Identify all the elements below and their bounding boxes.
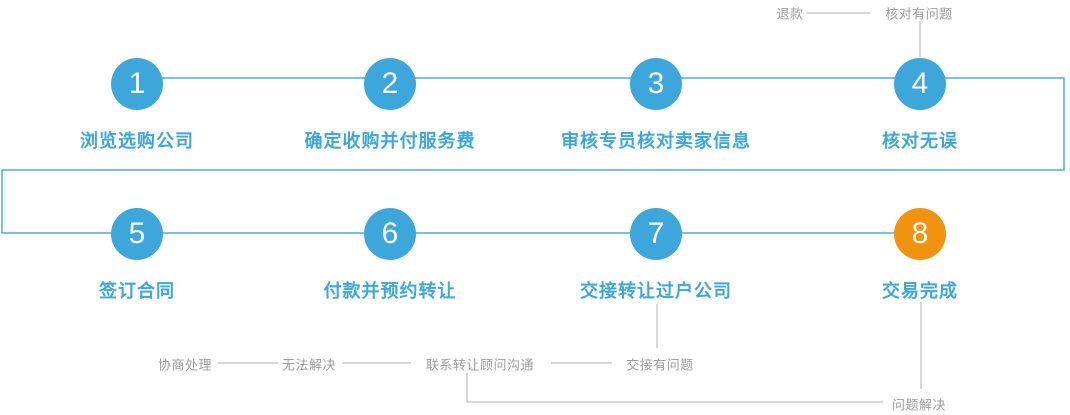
step-label-2: 确定收购并付服务费 bbox=[304, 131, 476, 151]
step-label-7: 交接转让过户公司 bbox=[580, 281, 732, 301]
cannot-resolve-note: 无法解决 bbox=[281, 357, 337, 373]
step-node-5: 5 签订合同 bbox=[0, 208, 277, 303]
step-label-5: 签订合同 bbox=[99, 281, 175, 301]
contact-advisor-note: 联系转让顾问沟通 bbox=[425, 357, 535, 373]
step-node-2: 2 确定收购并付服务费 bbox=[250, 58, 530, 153]
step-circle-7: 7 bbox=[630, 208, 682, 260]
step-label-3: 审核专员核对卖家信息 bbox=[561, 131, 751, 151]
step-circle-1: 1 bbox=[111, 58, 163, 110]
step-label-4: 核对无误 bbox=[882, 131, 958, 151]
step-circle-4: 4 bbox=[894, 58, 946, 110]
step-circle-5: 5 bbox=[111, 208, 163, 260]
step-node-1: 1 浏览选购公司 bbox=[0, 58, 277, 153]
step-node-4: 4 核对无误 bbox=[780, 58, 1060, 153]
advisor-return-path bbox=[466, 373, 883, 403]
step-node-6: 6 付款并预约转让 bbox=[250, 208, 530, 303]
step-circle-6: 6 bbox=[364, 208, 416, 260]
step-label-6: 付款并预约转让 bbox=[323, 281, 457, 301]
step-circle-3: 3 bbox=[630, 58, 682, 110]
problem-resolved-note: 问题解决 bbox=[891, 397, 947, 413]
step-node-8: 8 交易完成 bbox=[780, 208, 1060, 303]
step-node-7: 7 交接转让过户公司 bbox=[516, 208, 796, 303]
handover-problem-note: 交接有问题 bbox=[626, 357, 694, 373]
negotiate-note: 协商处理 bbox=[157, 357, 213, 373]
refund-note: 退款 bbox=[776, 6, 804, 22]
step-node-3: 3 审核专员核对卖家信息 bbox=[516, 58, 796, 153]
step-circle-8: 8 bbox=[894, 208, 946, 260]
step-label-8: 交易完成 bbox=[882, 281, 958, 301]
step-label-1: 浏览选购公司 bbox=[80, 131, 194, 151]
step-circle-2: 2 bbox=[364, 58, 416, 110]
verify-problem-note: 核对有问题 bbox=[885, 6, 953, 22]
